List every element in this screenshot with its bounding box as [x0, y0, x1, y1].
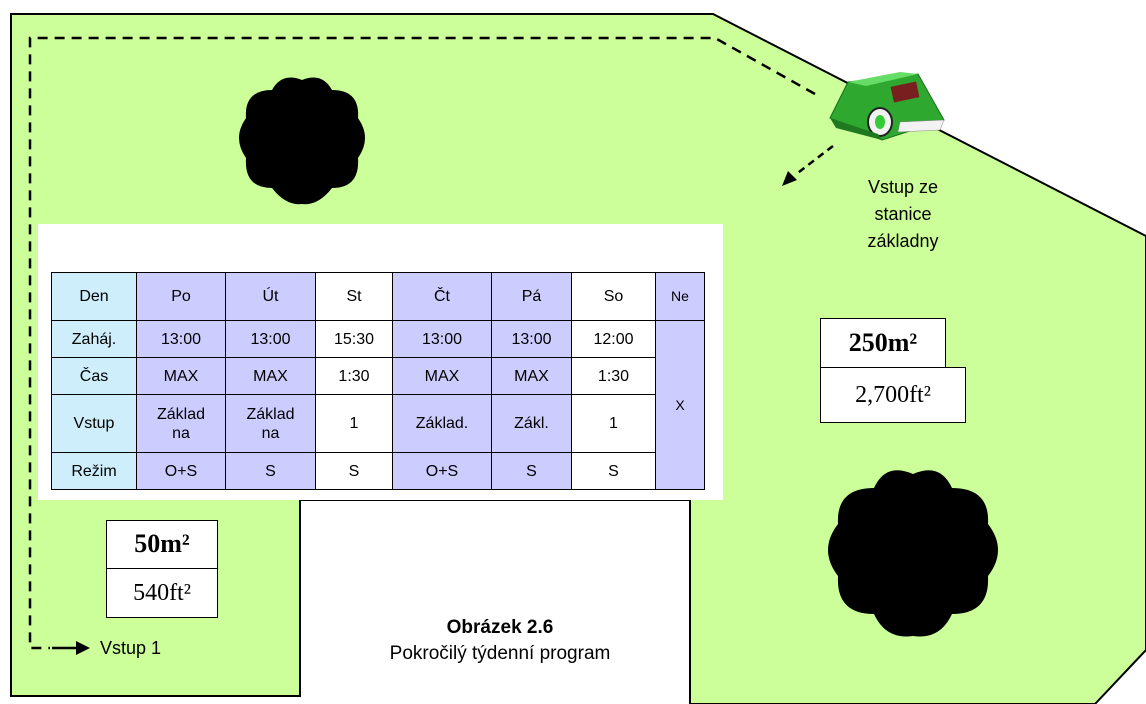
table-row-time: Čas MAX MAX 1:30 MAX MAX 1:30	[51, 357, 705, 395]
cell-time-thu: MAX	[392, 357, 492, 395]
cell-start-thu: 13:00	[392, 320, 492, 358]
cell-mode-thu: O+S	[392, 452, 492, 490]
table-row-mode: Režim O+S S S O+S S S	[51, 452, 705, 490]
area-large-metric: 250m²	[820, 318, 946, 368]
cell-time-fri: MAX	[491, 357, 572, 395]
cell-entry-sat: 1	[571, 394, 656, 453]
entry-1-label: Vstup 1	[100, 638, 162, 658]
base-exit-path	[794, 145, 834, 176]
entry-1-arrowhead	[76, 641, 90, 655]
cell-mode-wed: S	[315, 452, 393, 490]
cell-time-sat: 1:30	[571, 357, 656, 395]
header-friday: Pá	[491, 272, 572, 321]
cell-start-mon: 13:00	[136, 320, 226, 358]
header-thursday: Čt	[392, 272, 492, 321]
cell-entry-mon: Základ na	[136, 394, 226, 453]
header-tuesday: Út	[225, 272, 316, 321]
row-label-mode: Režim	[51, 452, 137, 490]
row-label-entry: Vstup	[51, 394, 137, 453]
cell-time-wed: 1:30	[315, 357, 393, 395]
cell-time-tue: MAX	[225, 357, 316, 395]
obstacle-tree-bottom	[828, 470, 998, 637]
cell-sunday-off: X	[655, 320, 705, 490]
header-monday: Po	[136, 272, 226, 321]
header-sunday: Ne	[655, 272, 705, 321]
area-small-imperial: 540ft²	[106, 568, 218, 618]
cell-start-sat: 12:00	[571, 320, 656, 358]
area-small-metric: 50m²	[106, 520, 218, 569]
base-station-entry-label: Vstup ze stanice základny	[867, 177, 939, 251]
header-wednesday: St	[315, 272, 393, 321]
cell-entry-tue: Základ na	[225, 394, 316, 453]
caption-subtitle: Pokročilý týdenní program	[389, 643, 611, 664]
cell-mode-fri: S	[491, 452, 572, 490]
robot-mower-icon	[829, 72, 945, 141]
table-row-entry: Vstup Základ na Základ na 1 Základ. Zákl…	[51, 394, 705, 453]
cell-mode-tue: S	[225, 452, 316, 490]
header-day: Den	[51, 272, 137, 321]
cell-entry-fri: Zákl.	[491, 394, 572, 453]
table-row-start: Zaháj. 13:00 13:00 15:30 13:00 13:00 12:…	[51, 320, 705, 490]
base-exit-arrowhead	[782, 171, 797, 186]
weekly-schedule-table: Den Po Út St Čt Pá So Ne Zaháj. 13:00 13…	[51, 272, 705, 490]
figure-caption: Obrázek 2.6 Pokročilý týdenní program	[300, 615, 700, 667]
cell-start-tue: 13:00	[225, 320, 316, 358]
cell-time-mon: MAX	[136, 357, 226, 395]
row-label-start: Zaháj.	[51, 320, 137, 358]
obstacle-tree-top	[239, 77, 365, 205]
cell-entry-wed: 1	[315, 394, 393, 453]
row-label-time: Čas	[51, 357, 137, 395]
table-header-row: Den Po Út St Čt Pá So Ne	[51, 272, 705, 321]
header-saturday: So	[571, 272, 656, 321]
mower-path	[28, 36, 816, 650]
cell-start-wed: 15:30	[315, 320, 393, 358]
cell-mode-mon: O+S	[136, 452, 226, 490]
cell-start-fri: 13:00	[491, 320, 572, 358]
cell-entry-thu: Základ.	[392, 394, 492, 453]
area-large-imperial: 2,700ft²	[820, 367, 966, 423]
cell-mode-sat: S	[571, 452, 656, 490]
caption-title: Obrázek 2.6	[446, 617, 554, 638]
